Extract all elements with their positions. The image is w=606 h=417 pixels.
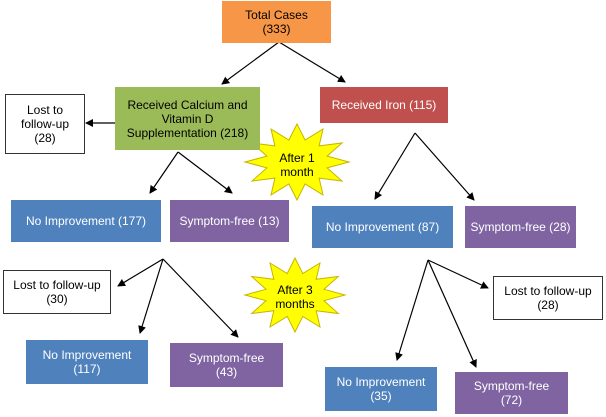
arrow-iron-to-no-improvement [374, 132, 416, 200]
lost-to-follow-up-calcium-2: Lost to follow-up (30) [3, 270, 111, 314]
no-improvement-calcium-2: No Improvement (117) [26, 340, 148, 384]
arrow-noimp-iron-to-lost [427, 259, 489, 289]
symptom-free-calcium-1: Symptom-free (13) [170, 200, 289, 242]
symptom-free-iron-1: Symptom-free (28) [465, 206, 576, 248]
symptom-free-calcium-2: Symptom-free (43) [170, 343, 283, 387]
lost-to-follow-up-calcium-1: Lost to follow-up (28) [5, 94, 85, 154]
iron-box: Received Iron (115) [320, 87, 448, 123]
lost-to-follow-up-iron-2: Lost to follow-up (28) [493, 276, 603, 320]
total-cases-box: Total Cases (333) [222, 1, 331, 43]
no-improvement-iron-2: No Improvement (35) [325, 367, 437, 411]
no-improvement-iron-1: No Improvement (87) [312, 206, 453, 248]
arrow-noimp-iron-to-no-improvement [395, 259, 429, 361]
arrow-noimp-calcium-to-no-improvement [138, 258, 164, 334]
arrow-total-to-calcium [221, 41, 280, 85]
after-3-months-label: After 3 months [275, 283, 315, 311]
arrow-noimp-iron-to-symptom-free [427, 259, 477, 368]
arrow-noimp-calcium-to-symptom-free [162, 258, 239, 338]
arrow-calcium-to-symptom-free [177, 151, 233, 194]
starburst-shape-3-months [243, 256, 347, 334]
arrow-iron-to-symptom-free [414, 132, 475, 201]
after-1-month-label: After 1 month [279, 151, 315, 179]
arrow-calcium-to-no-improvement [149, 151, 179, 194]
no-improvement-calcium-1: No Improvement (177) [11, 200, 161, 242]
arrow-total-to-iron [278, 41, 346, 83]
calcium-vitamin-d-box: Received Calcium and Vitamin D Supplemen… [115, 87, 260, 150]
arrow-noimp-calcium-to-lost [117, 258, 164, 287]
symptom-free-iron-2: Symptom-free (72) [455, 372, 568, 414]
